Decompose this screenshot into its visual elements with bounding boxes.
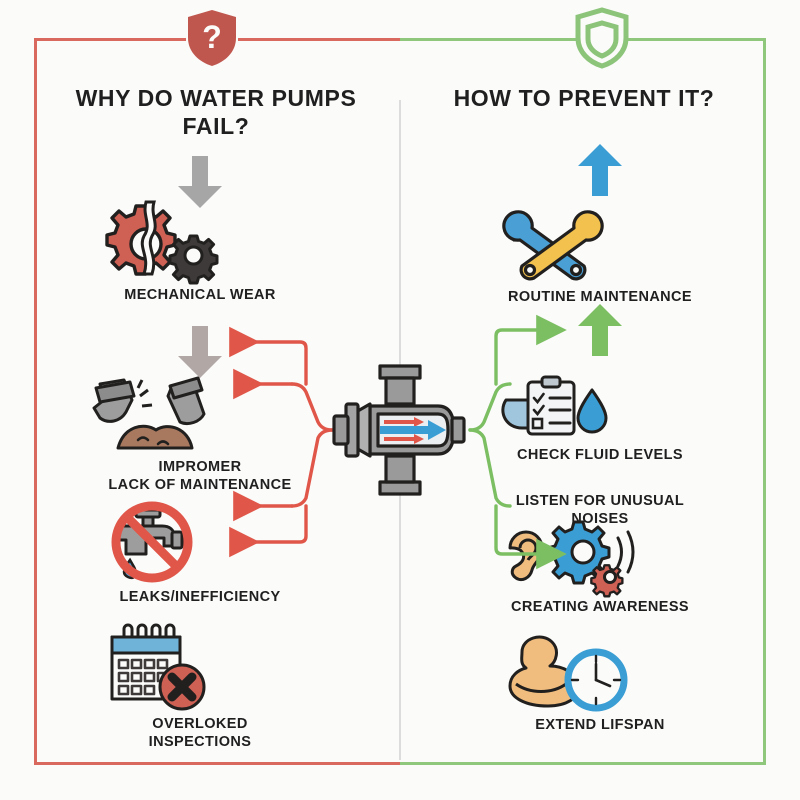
up-arrow-green-icon <box>572 302 628 358</box>
svg-text:?: ? <box>202 19 222 55</box>
broken-gears-icon <box>100 200 300 285</box>
item-label: IMPROMER LACK OF MAINTENANCE <box>108 459 292 494</box>
item-mechanical-wear: MECHANICAL WEAR <box>100 200 300 304</box>
item-label: MECHANICAL WEAR <box>124 287 276 303</box>
item-leaks-inefficiency: LEAKS/INEFFICIENCY <box>100 500 300 606</box>
crossed-wrenches-icon <box>500 208 700 284</box>
item-label: LEAKS/INEFFICIENCY <box>119 589 281 605</box>
item-lack-of-maintenance: IMPROMER LACK OF MAINTENANCE <box>80 376 320 494</box>
water-pump-icon <box>330 360 470 500</box>
flow-arrow-red-bottom <box>384 434 424 444</box>
clipboard-checklist-droplet-icon <box>500 375 700 442</box>
broken-pipe-dirt-icon <box>80 376 320 454</box>
calendar-x-icon <box>100 623 300 711</box>
item-label: ROUTINE MAINTENANCE <box>507 289 692 305</box>
down-arrow-1-icon <box>172 156 228 210</box>
no-leaking-faucet-icon <box>100 500 300 584</box>
down-arrow-2-icon <box>172 326 228 380</box>
item-label: CREATING AWARENESS <box>511 599 689 615</box>
item-extend-lifespan: EXTEND LIFSPAN <box>500 632 700 734</box>
right-panel-title: HOW TO PREVENT IT? <box>453 85 715 111</box>
flow-arrow-blue-main <box>380 420 446 440</box>
ear-gears-sound-icon <box>500 520 700 598</box>
item-routine-maintenance: ROUTINE MAINTENANCE <box>500 208 700 306</box>
flexed-arm-clock-icon <box>500 632 700 712</box>
item-label: EXTEND LIFSPAN <box>535 717 665 733</box>
question-shield-icon: ? <box>186 8 238 68</box>
up-arrow-blue-icon <box>572 142 628 198</box>
protection-shield-icon <box>575 7 629 69</box>
item-check-fluid-levels: CHECK FLUID LEVELS <box>500 375 700 464</box>
item-creating-awareness: CREATING AWARENESS <box>500 520 700 616</box>
item-label: CHECK FLUID LEVELS <box>517 447 683 463</box>
item-label: OVERLOKED INSPECTIONS <box>148 716 252 751</box>
left-panel-title: WHY DO WATER PUMPS FAIL? <box>75 85 357 140</box>
item-overlooked-inspections: OVERLOKED INSPECTIONS <box>100 623 300 751</box>
flow-arrow-red-top <box>384 417 424 427</box>
